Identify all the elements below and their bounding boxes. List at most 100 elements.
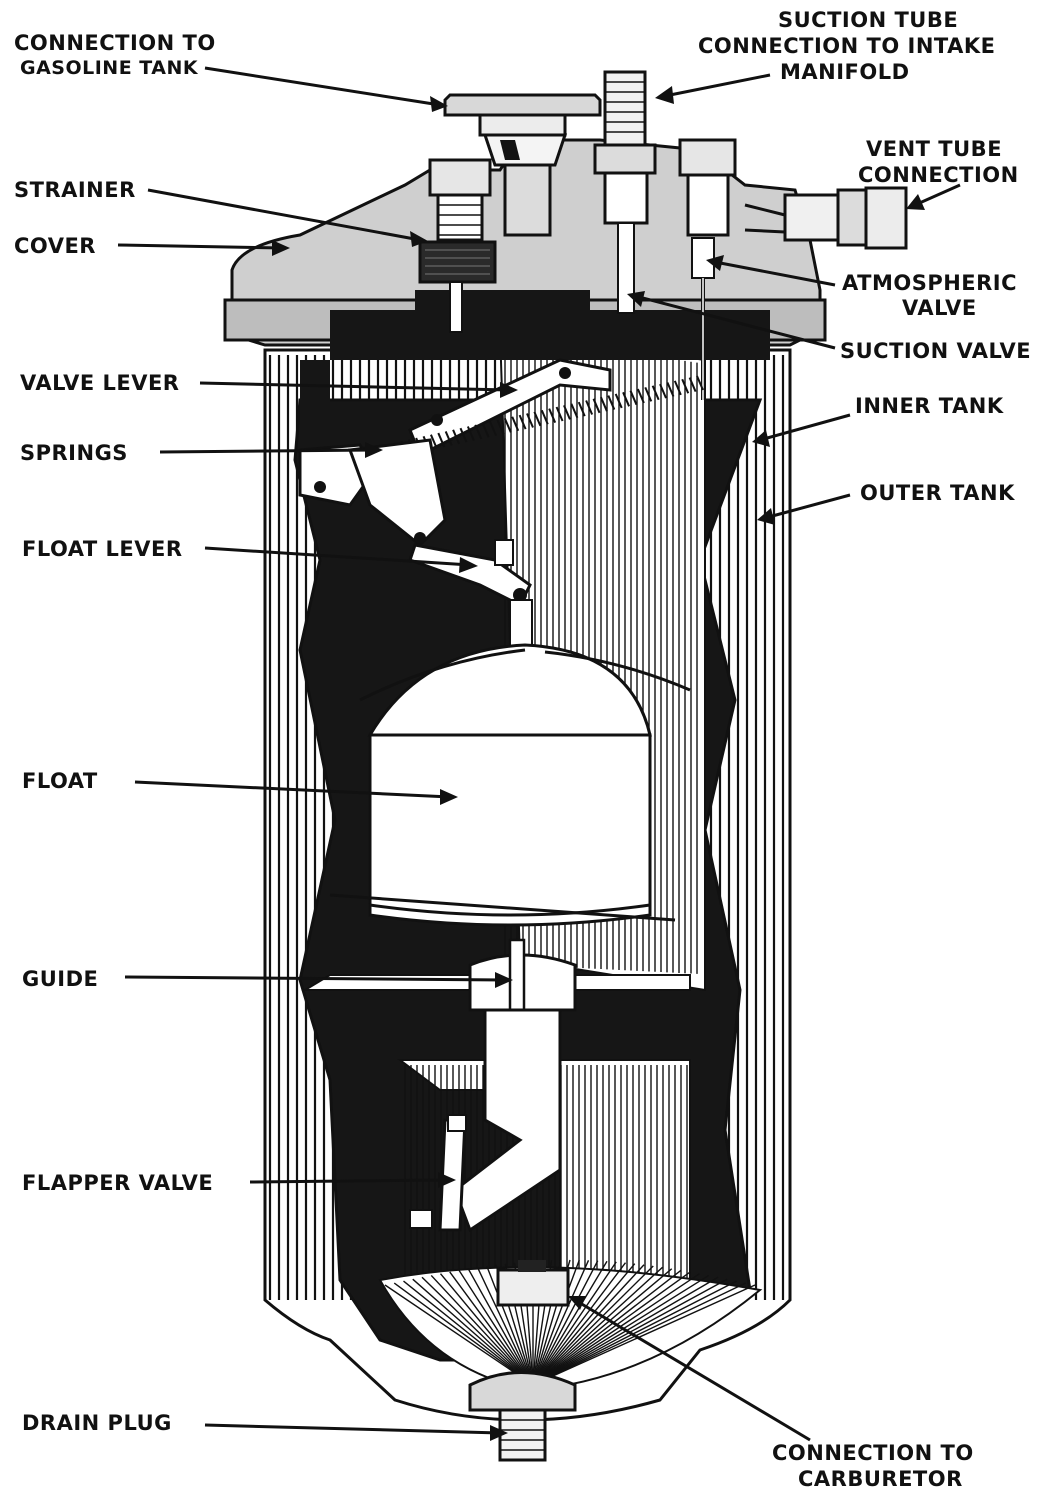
label-vent-tube-line2: CONNECTION — [858, 163, 1019, 187]
rib-line — [449, 1271, 534, 1386]
spring-coil-turn — [548, 408, 557, 424]
leader-suction-tube — [655, 73, 771, 104]
strainer-assembly — [418, 158, 497, 333]
carburetor-outlet — [496, 1260, 570, 1307]
vent-tube-connection — [744, 186, 908, 250]
float — [329, 643, 691, 927]
rib-line — [532, 1261, 617, 1386]
rib-line — [532, 1266, 663, 1386]
label-suction-valve: SUCTION VALVE — [840, 339, 1031, 363]
spring-coil-turn — [466, 426, 475, 441]
label-suction-tube-line1: SUCTION TUBE — [778, 8, 958, 32]
flapper-valve — [409, 1114, 467, 1232]
spring-coil-turn — [681, 378, 690, 394]
label-outer-tank: OUTER TANK — [860, 481, 1015, 505]
spring-coil-turn — [526, 413, 534, 428]
label-suction-tube-line2: CONNECTION TO INTAKE — [698, 34, 996, 58]
rib-line — [467, 1268, 534, 1386]
rib-line — [532, 1274, 710, 1386]
leader-atmospheric-valve — [706, 255, 836, 287]
spring-coil-turn — [651, 385, 660, 401]
spring-coil-turn — [607, 395, 616, 410]
rib-line — [532, 1265, 654, 1386]
leader-strainer — [147, 188, 428, 247]
label-atmospheric-line2: VALVE — [902, 296, 977, 320]
leader-vent-tube — [906, 183, 961, 210]
rib-line — [532, 1284, 756, 1386]
spring-coil-turn — [511, 416, 520, 432]
rib-line — [532, 1260, 599, 1386]
leader-suction-valve — [627, 291, 836, 350]
leader-drain-plug — [204, 1423, 508, 1441]
rib-line — [412, 1278, 534, 1386]
rib-line — [486, 1265, 534, 1386]
rib-line — [421, 1276, 534, 1386]
spring-coil-turn — [481, 422, 490, 438]
spring-coil-turn — [429, 434, 438, 450]
leader-flapper-valve — [249, 1172, 456, 1188]
spring-coil-turn — [629, 390, 638, 406]
rib-line — [532, 1259, 580, 1386]
spring-coil-turn — [644, 387, 653, 402]
rib-line — [403, 1280, 534, 1386]
tank-illustration — [223, 70, 908, 1462]
gasoline-tank-connection — [443, 93, 602, 237]
label-guide: GUIDE — [22, 967, 98, 991]
leader-guide — [124, 972, 513, 988]
rib-line — [532, 1280, 737, 1386]
spring-coil-turn — [577, 401, 586, 417]
label-springs: SPRINGS — [20, 441, 128, 465]
spring-coil-turn — [563, 404, 571, 420]
label-float: FLOAT — [22, 769, 98, 793]
spring-coil-turn — [474, 424, 483, 440]
spring-coil-turn — [585, 400, 594, 415]
rib-line — [476, 1267, 534, 1386]
label-inner-tank: INNER TANK — [855, 394, 1004, 418]
leader-float — [134, 780, 458, 805]
rib-line — [439, 1273, 534, 1386]
rib-line — [532, 1282, 747, 1386]
leader-float-lever — [204, 546, 478, 573]
rib-line — [384, 1284, 534, 1386]
rib-line — [532, 1263, 636, 1386]
leader-valve-lever — [199, 381, 518, 398]
labels: CONNECTION TO GASOLINE TANK SUCTION TUBE… — [14, 8, 1031, 1491]
label-drain-plug: DRAIN PLUG — [22, 1411, 172, 1435]
spring-coil-turn — [599, 396, 608, 412]
leader-connection-gasoline — [204, 66, 448, 112]
drain-plug — [468, 1371, 577, 1462]
label-vent-tube-line1: VENT TUBE — [866, 137, 1002, 161]
spring-coil-turn — [452, 429, 461, 445]
suction-tube-fitting — [593, 70, 657, 314]
cover-cavity — [300, 290, 770, 440]
spring-coil-turn — [673, 380, 682, 396]
leader-inner-tank — [752, 413, 851, 447]
spring-coil-turn — [533, 411, 542, 427]
label-connection-gasoline-line1: CONNECTION TO — [14, 31, 216, 55]
spring-coil-turn — [459, 427, 468, 443]
rib-line — [532, 1262, 627, 1386]
spring-coil-turn — [696, 375, 704, 391]
spring-coil-turn — [518, 414, 527, 430]
spring-coil-turn — [555, 406, 564, 422]
rib-line — [532, 1260, 608, 1386]
valve-lever-mechanism — [298, 358, 704, 548]
rib-line — [430, 1274, 534, 1386]
label-strainer: STRAINER — [14, 178, 136, 202]
leader-outer-tank — [757, 493, 851, 525]
label-cover: COVER — [14, 234, 96, 258]
rib-line — [532, 1273, 700, 1386]
spring-coil-turn — [666, 382, 675, 397]
label-suction-tube-line3: MANIFOLD — [780, 60, 910, 84]
leader-carburetor — [568, 1296, 811, 1442]
spring-coil-turn — [489, 421, 497, 437]
label-carburetor-line1: CONNECTION TO — [772, 1441, 974, 1465]
spring-coil-turn — [592, 398, 601, 414]
spring-coil-turn — [540, 409, 549, 425]
leader-springs — [159, 442, 383, 458]
label-atmospheric-line1: ATMOSPHERIC — [842, 271, 1017, 295]
spring-coil-turn — [570, 403, 579, 419]
spring-coil-turn — [437, 432, 446, 448]
label-connection-gasoline-line2: GASOLINE TANK — [20, 57, 199, 79]
